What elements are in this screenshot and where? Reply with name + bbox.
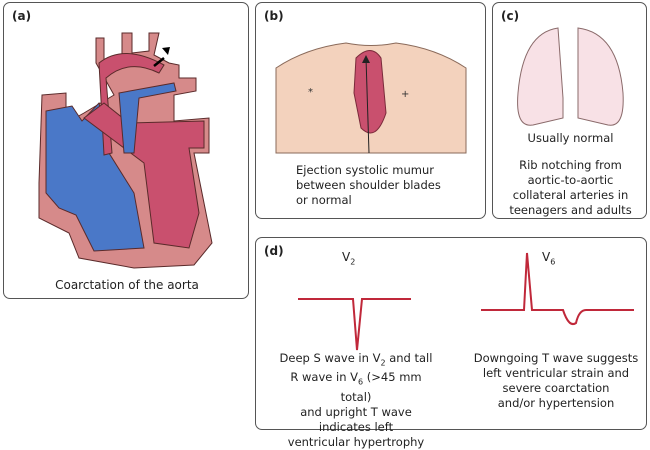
panel-label: (c) xyxy=(501,9,520,23)
text: Deep S wave in V xyxy=(279,351,381,365)
panel-a-caption: Coarctation of the aorta xyxy=(55,278,199,292)
text-line: and upright T wave xyxy=(300,404,412,419)
text-line: and/or hypertension xyxy=(497,396,615,410)
chest-illustration: * + xyxy=(275,42,467,154)
rib-notching-text: Rib notching from aortic-to-aortic colla… xyxy=(493,158,648,218)
text: (>45 mm total) xyxy=(340,370,422,404)
ecg-v2-trace xyxy=(298,298,411,351)
panel-label: (d) xyxy=(264,244,284,258)
lungs-illustration xyxy=(517,27,624,126)
v6-description: Downgoing T wave suggests left ventricul… xyxy=(471,351,641,411)
heart-illustration xyxy=(38,32,213,269)
lead: V xyxy=(542,250,551,264)
lead-v2-label: V2 xyxy=(342,250,355,269)
panel-b: (b) * + Ejection systolic mumur between … xyxy=(255,2,486,219)
v2-description: Deep S wave in V2 and tall R wave in V6 … xyxy=(276,351,436,450)
text-line: Rib notching from xyxy=(519,158,622,172)
lead: V xyxy=(342,250,351,264)
sub: 2 xyxy=(380,358,386,368)
text-line: Downgoing T wave suggests xyxy=(473,351,639,365)
sub: 6 xyxy=(358,377,364,387)
panel-c: (c) Usually normal Rib notching from aor… xyxy=(492,2,647,219)
panel-b-caption: Ejection systolic mumur between shoulder… xyxy=(296,163,446,208)
lead-sub: 6 xyxy=(550,257,556,267)
text-line: teenagers and adults xyxy=(509,203,632,217)
usually-normal-text: Usually normal xyxy=(527,131,614,145)
svg-text:+: + xyxy=(401,89,409,100)
ecg-traces xyxy=(298,252,634,351)
caption-line: between shoulder blades xyxy=(296,178,441,192)
caption-line: or normal xyxy=(296,193,352,207)
panel-a: (a) Coarctation of the aorta xyxy=(3,2,249,299)
caption-line: Ejection systolic mumur xyxy=(296,163,434,177)
text-line: aortic-to-aortic xyxy=(527,173,614,187)
text-line: left ventricular strain and xyxy=(482,366,630,380)
panel-label: (a) xyxy=(12,9,32,23)
lead-v6-label: V6 xyxy=(542,250,555,269)
text: and tall xyxy=(385,351,433,365)
ecg-v6-trace xyxy=(481,252,634,326)
text-line: severe coarctation xyxy=(502,381,610,395)
text: R wave in V xyxy=(290,370,359,385)
text-line: ventricular hypertrophy xyxy=(287,434,425,449)
panel-label: (b) xyxy=(264,9,284,23)
text-line: collateral arteries in xyxy=(512,188,629,202)
lead-sub: 2 xyxy=(350,257,356,267)
svg-text:*: * xyxy=(308,87,313,98)
panel-d: (d) V2 V6 Deep S wave in V2 and tall R w… xyxy=(255,237,647,449)
text-line: indicates left xyxy=(318,419,394,434)
